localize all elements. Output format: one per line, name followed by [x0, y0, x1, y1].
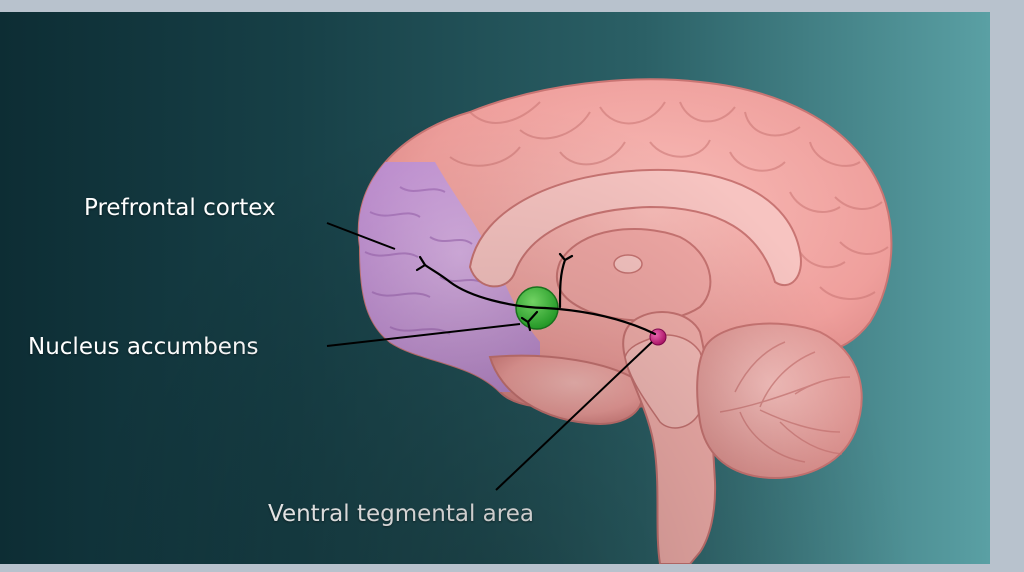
leader-lines: [326, 222, 653, 491]
mesocortical-pathway: [423, 263, 547, 310]
branch-accumbens: [520, 310, 539, 332]
cerebellum: [696, 322, 863, 479]
interthalamic-adhesion: [613, 254, 643, 274]
prefrontal-gyri: [364, 186, 486, 335]
label-ventral-tegmental-area: Ventral tegmental area: [268, 501, 534, 527]
leader-prefrontal: [326, 222, 396, 250]
brain-sagittal-diagram: [326, 78, 893, 564]
mesolimbic-pathway: [543, 306, 657, 336]
pons: [624, 334, 707, 429]
label-prefrontal-cortex: Prefrontal cortex: [84, 195, 276, 221]
dopamine-pathways: [415, 252, 657, 336]
branch-upper: [558, 252, 574, 309]
leader-vta: [495, 341, 653, 491]
leader-accumbens: [326, 323, 521, 347]
temporal-lobe: [488, 354, 644, 426]
cortex-gyri: [449, 101, 889, 300]
label-nucleus-accumbens: Nucleus accumbens: [28, 334, 259, 360]
thalamus: [555, 228, 712, 322]
corpus-callosum: [468, 168, 802, 288]
slide-panel: Prefrontal cortex Nucleus accumbens Vent…: [0, 12, 990, 564]
arbor-vitae: [719, 341, 851, 463]
